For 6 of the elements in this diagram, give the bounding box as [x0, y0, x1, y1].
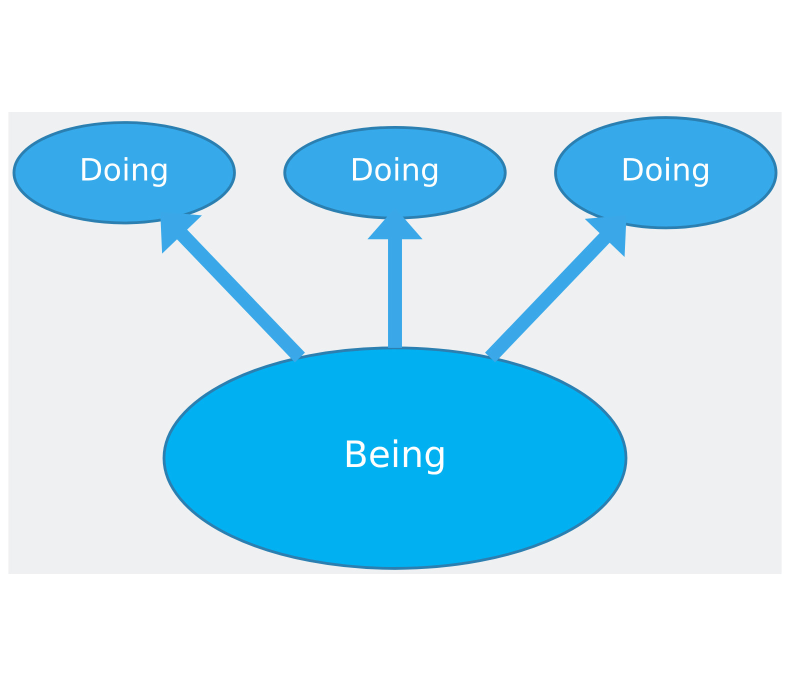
arrow [485, 215, 626, 362]
node-ellipse: Doing [12, 121, 236, 224]
arrow [160, 212, 305, 362]
node-ellipse: Doing [283, 126, 507, 220]
node-ellipse: Being [162, 346, 628, 570]
node-ellipse: Doing [554, 116, 778, 230]
